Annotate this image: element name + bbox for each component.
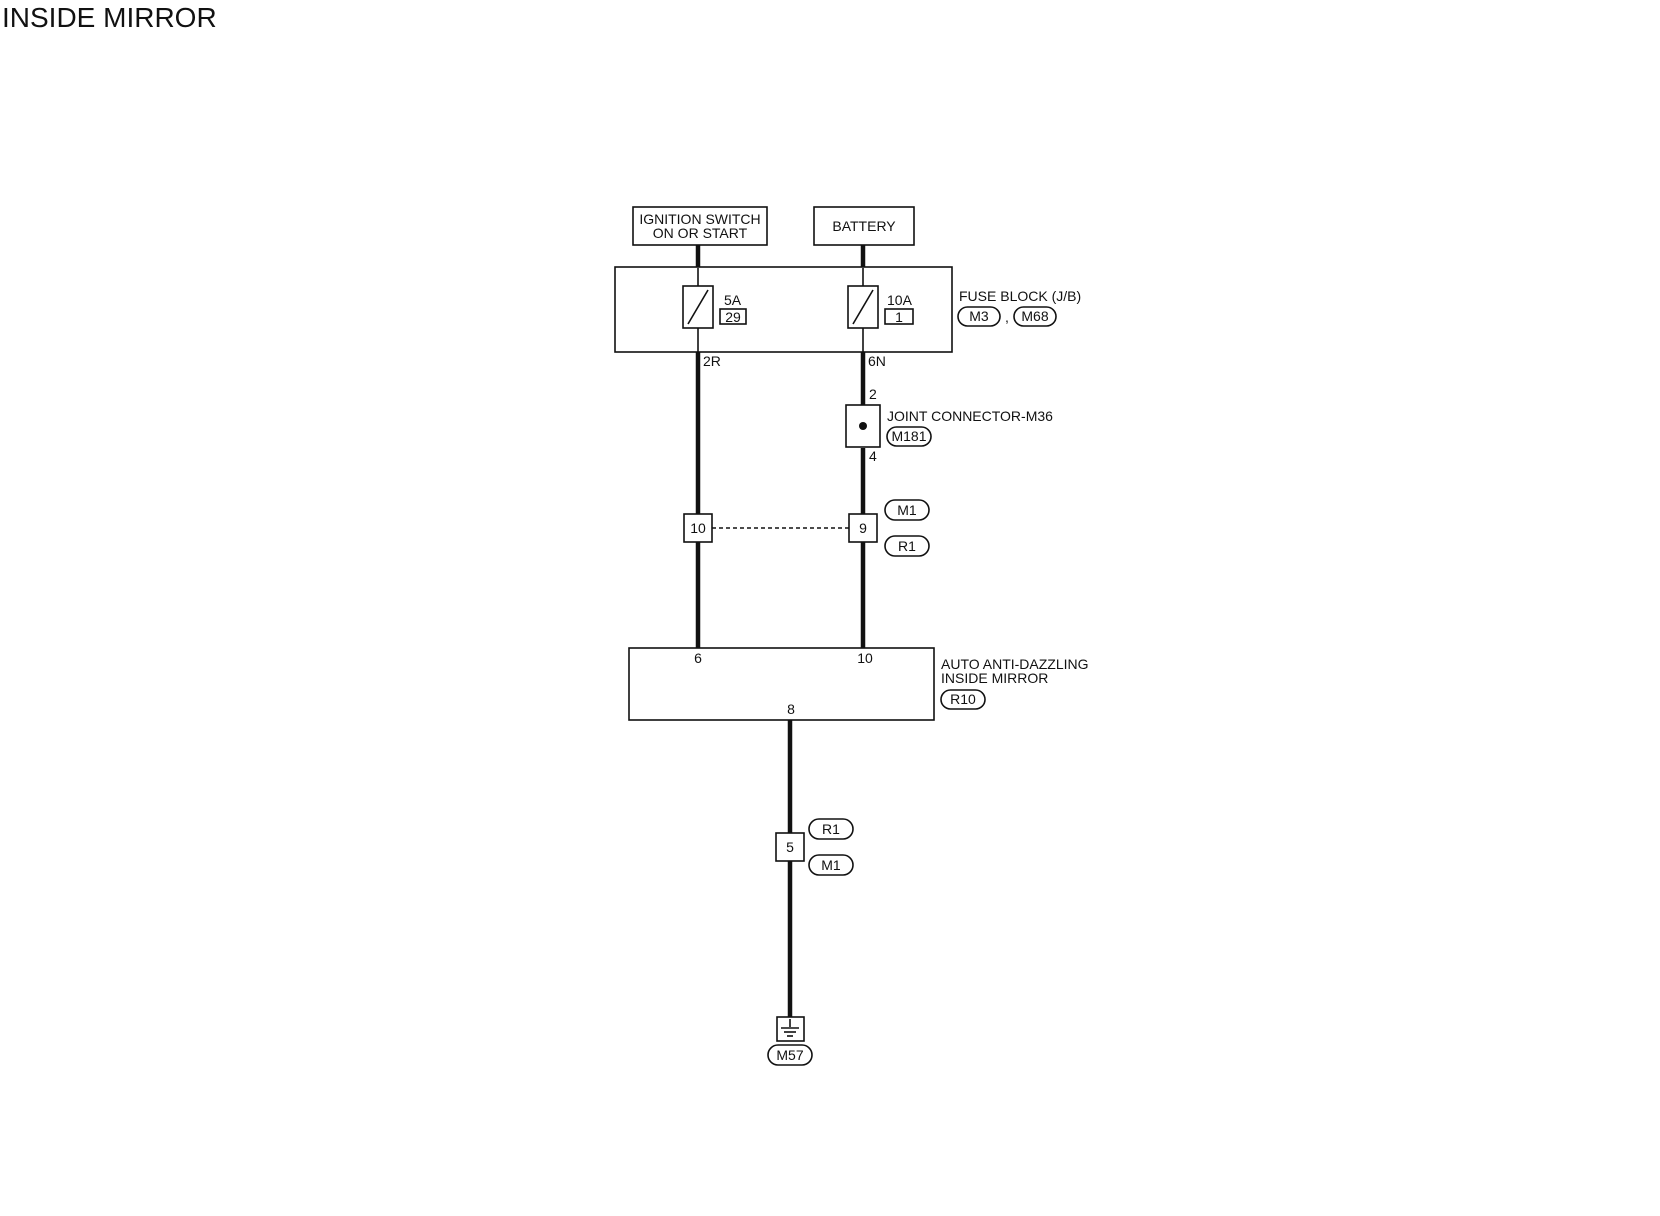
connector-m3: M3 <box>969 308 989 324</box>
fuse-29-number: 29 <box>725 309 741 325</box>
ignition-label-1: IGNITION SWITCH <box>639 211 760 227</box>
connector-m3-pill <box>957 306 1001 327</box>
connector-m181-pill <box>886 426 932 447</box>
inside-mirror-unit: 6 10 8 <box>628 647 935 721</box>
mirror-label-2: INSIDE MIRROR <box>941 670 1048 686</box>
fuse-1-number: 1 <box>895 309 903 325</box>
mirror-pin-10: 10 <box>857 650 873 666</box>
connector-m181: M181 <box>891 428 926 444</box>
connector-separator: , <box>1005 309 1009 325</box>
fuse-block-label: FUSE BLOCK (J/B) <box>959 288 1081 304</box>
connector-r1: R1 <box>898 538 916 554</box>
joint-pin-out: 4 <box>869 448 877 464</box>
connector-m68-pill <box>1013 306 1057 327</box>
connector-m68: M68 <box>1021 308 1048 324</box>
connector-r1-lower: R1 <box>822 821 840 837</box>
battery-box: BATTERY <box>813 206 915 246</box>
harness-pin-5-label: 5 <box>786 839 794 855</box>
battery-label: BATTERY <box>832 218 896 234</box>
connector-r10-pill <box>940 689 986 710</box>
connector-m1-lower-pill <box>808 854 854 876</box>
mirror-pin-8: 8 <box>787 701 795 717</box>
connector-m57-pill <box>767 1044 813 1066</box>
connector-m57: M57 <box>776 1047 803 1063</box>
connector-r1-pill <box>884 535 930 557</box>
harness-pin-10 <box>683 513 713 543</box>
harness-pin-10-label: 10 <box>690 520 706 536</box>
fuse-1-amps: 10A <box>887 292 913 308</box>
joint-connector <box>845 404 881 448</box>
connector-r10: R10 <box>950 691 976 707</box>
mirror-label-1: AUTO ANTI-DAZZLING <box>941 656 1089 672</box>
fuse-block: 5A 29 10A 1 <box>614 266 953 353</box>
ignition-label-2: ON OR START <box>653 225 748 241</box>
harness-pin-9 <box>848 513 878 543</box>
connector-m1-lower: M1 <box>821 857 841 873</box>
terminal-6n: 6N <box>868 353 886 369</box>
joint-connector-label: JOINT CONNECTOR-M36 <box>887 408 1053 424</box>
connector-m1-pill <box>884 499 930 521</box>
mirror-pin-6: 6 <box>694 650 702 666</box>
ground-icon <box>776 1016 805 1042</box>
splice-dot-icon <box>859 422 867 430</box>
terminal-2r: 2R <box>703 353 721 369</box>
connector-m1: M1 <box>897 502 917 518</box>
fuse-29-amps: 5A <box>724 292 742 308</box>
joint-pin-in: 2 <box>869 386 877 402</box>
harness-pin-5 <box>775 832 805 862</box>
connector-r1-lower-pill <box>808 818 854 840</box>
page-title: INSIDE MIRROR <box>2 2 217 33</box>
fuse-29-badge <box>719 308 747 325</box>
ignition-switch-box: IGNITION SWITCH ON OR START <box>632 206 768 246</box>
harness-pin-9-label: 9 <box>859 520 867 536</box>
fuse-1-badge <box>884 308 914 325</box>
